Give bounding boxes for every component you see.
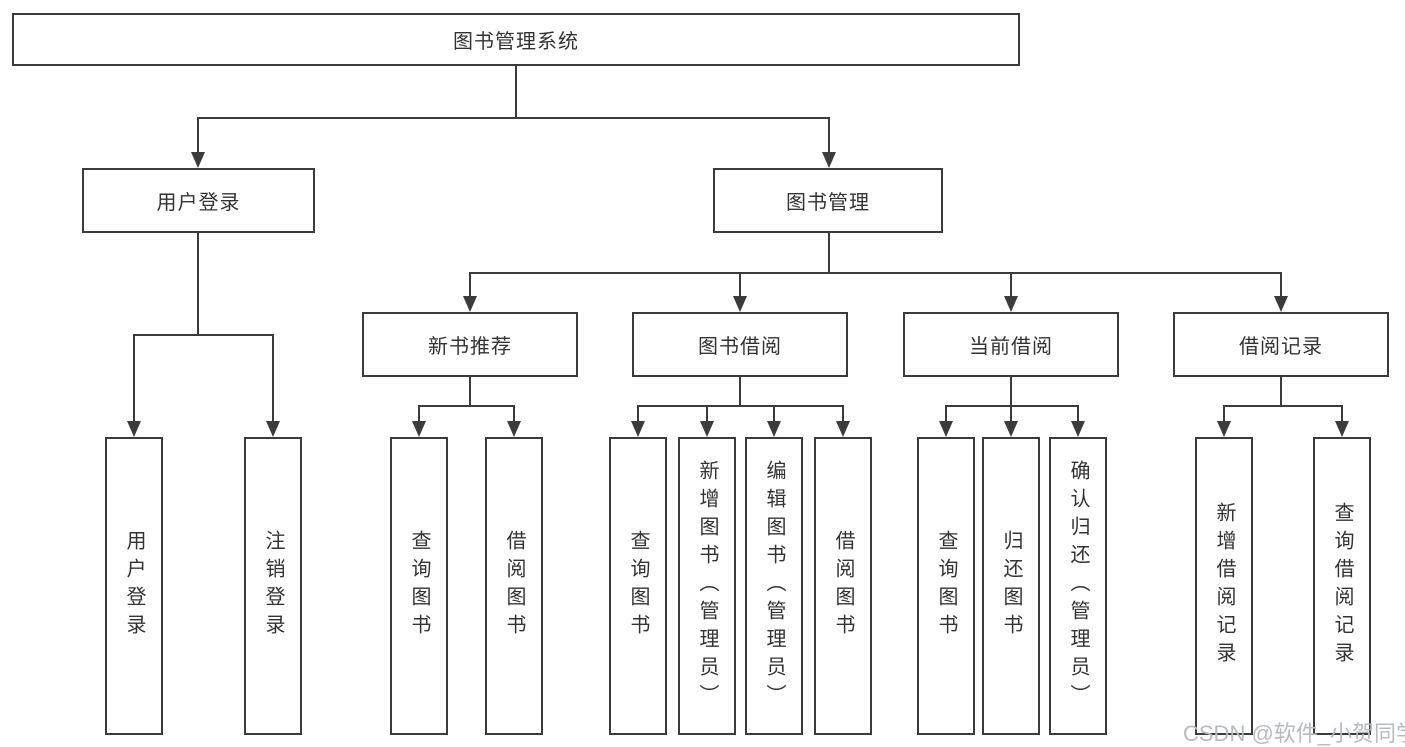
node-book-borrowing: 图书借阅 [632, 312, 848, 377]
connector-root-to-book-management [828, 117, 830, 153]
leaf-query-books-borrow: 查询图书 [609, 437, 667, 735]
arrow-down-icon [836, 421, 850, 437]
arrow-down-icon [939, 421, 953, 437]
connector-to-leaf-logout [272, 334, 274, 421]
leaf-query-borrow-record: 查询借阅记录 [1313, 437, 1371, 735]
node-label: 借阅记录 [1239, 336, 1323, 358]
connector-user-login-stem [197, 233, 199, 336]
connector-borrow-record-stem [1280, 377, 1282, 406]
connector-to-borrow-record [1280, 272, 1282, 296]
leaf-label: 编辑图书（管理员） [763, 460, 785, 712]
leaf-query-books-current: 查询图书 [917, 437, 975, 735]
arrow-down-icon [507, 421, 521, 437]
node-library-management-system: 图书管理系统 [12, 13, 1020, 66]
leaf-label: 用户登录 [123, 530, 145, 642]
node-current-borrowing: 当前借阅 [903, 312, 1119, 377]
node-label: 图书管理 [786, 192, 870, 214]
arrow-down-icon [1004, 296, 1018, 312]
connector-root-bar [197, 117, 830, 119]
connector-to-current-borrow [1010, 272, 1012, 296]
node-label: 当前借阅 [969, 336, 1053, 358]
leaf-label: 归还图书 [1000, 530, 1022, 642]
arrow-down-icon [412, 421, 426, 437]
leaf-label: 借阅图书 [503, 530, 525, 642]
arrow-down-icon [463, 296, 477, 312]
node-user-login: 用户登录 [82, 168, 315, 233]
leaf-label: 注销登录 [262, 530, 284, 642]
leaf-label: 查询图书 [627, 530, 649, 642]
arrow-down-icon [127, 421, 141, 437]
connector-to-leaf [1223, 405, 1225, 421]
connector-book-management-stem [828, 233, 830, 274]
connector-current-borrow-bar [945, 405, 1079, 407]
connector-user-login-bar [133, 334, 274, 336]
connector-new-book-rec-stem [469, 377, 471, 406]
connector-new-book-rec-bar [418, 405, 515, 407]
csdn-watermark: CSDN @软件_小贺同学 [1183, 721, 1405, 746]
node-label: 图书管理系统 [453, 31, 579, 53]
arrow-down-icon [822, 152, 836, 168]
leaf-label: 查询借阅记录 [1331, 502, 1353, 670]
leaf-label: 查询图书 [935, 530, 957, 642]
connector-to-leaf [842, 405, 844, 421]
node-label: 图书借阅 [698, 336, 782, 358]
leaf-confirm-return-admin: 确认归还（管理员） [1049, 437, 1107, 735]
arrow-down-icon [1071, 421, 1085, 437]
connector-to-leaf [1341, 405, 1343, 421]
leaf-user-login: 用户登录 [105, 437, 163, 735]
connector-book-borrow-stem [739, 377, 741, 406]
node-borrowing-records: 借阅记录 [1173, 312, 1389, 377]
arrow-down-icon [1274, 296, 1288, 312]
connector-to-book-borrow [739, 272, 741, 296]
connector-borrow-record-bar [1223, 405, 1343, 407]
leaf-query-books-newrec: 查询图书 [390, 437, 448, 735]
arrow-down-icon [1004, 421, 1018, 437]
leaf-add-borrow-record: 新增借阅记录 [1195, 437, 1253, 735]
leaf-borrow-books: 借阅图书 [814, 437, 872, 735]
connector-current-borrow-stem [1010, 377, 1012, 406]
node-new-book-recommendation: 新书推荐 [362, 312, 578, 377]
arrow-down-icon [631, 421, 645, 437]
arrow-down-icon [1335, 421, 1349, 437]
connector-book-management-bar [469, 272, 1282, 274]
arrow-down-icon [767, 421, 781, 437]
leaf-label: 新增借阅记录 [1213, 502, 1235, 670]
leaf-edit-books-admin: 编辑图书（管理员） [745, 437, 803, 735]
node-label: 新书推荐 [428, 336, 512, 358]
connector-to-leaf [945, 405, 947, 421]
arrow-down-icon [1217, 421, 1231, 437]
leaf-return-books: 归还图书 [982, 437, 1040, 735]
node-book-management: 图书管理 [713, 168, 943, 233]
connector-to-leaf [1010, 405, 1012, 421]
leaf-logout: 注销登录 [244, 437, 302, 735]
arrow-down-icon [191, 152, 205, 168]
connector-to-new-book-rec [469, 272, 471, 296]
connector-to-leaf-user-login [133, 334, 135, 421]
connector-to-leaf [513, 405, 515, 421]
leaf-add-books-admin: 新增图书（管理员） [678, 437, 736, 735]
connector-root-to-user-login [197, 117, 199, 153]
connector-root-stem [515, 66, 517, 118]
connector-to-leaf [637, 405, 639, 421]
connector-to-leaf [1077, 405, 1079, 421]
arrow-down-icon [733, 296, 747, 312]
node-label: 用户登录 [156, 192, 241, 214]
connector-to-leaf [706, 405, 708, 421]
leaf-label: 借阅图书 [832, 530, 854, 642]
connector-to-leaf [418, 405, 420, 421]
arrow-down-icon [700, 421, 714, 437]
leaf-label: 新增图书（管理员） [696, 460, 718, 712]
connector-book-borrow-bar [637, 405, 844, 407]
leaf-borrow-books-newrec: 借阅图书 [485, 437, 543, 735]
leaf-label: 确认归还（管理员） [1067, 460, 1089, 712]
connector-to-leaf [773, 405, 775, 421]
arrow-down-icon [266, 421, 280, 437]
leaf-label: 查询图书 [408, 530, 430, 642]
